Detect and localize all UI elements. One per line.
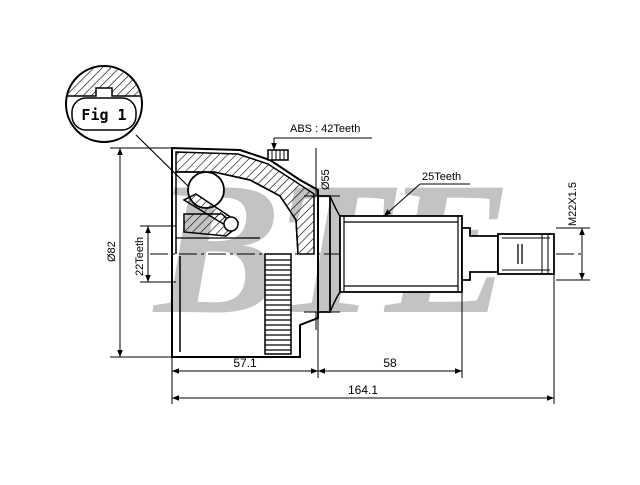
threaded-stub	[461, 227, 555, 281]
length-dimensions: 57.1 58 164.1	[171, 274, 555, 404]
inner-race-ball	[176, 171, 260, 239]
total-length-label: 164.1	[348, 383, 378, 397]
shaft-length-label: 58	[383, 356, 397, 370]
abs-callout: ABS : 42Teeth	[271, 123, 372, 150]
inner-spline-dimension: 22Teeth	[134, 225, 176, 283]
spline-teeth-callout: 25Teeth	[383, 171, 470, 217]
outer-diameter-label: Ø82	[106, 241, 118, 262]
figure-label: Fig 1	[81, 106, 126, 124]
bell-length-label: 57.1	[233, 356, 257, 370]
outer-bell-housing	[171, 146, 319, 358]
inner-spline-label: 22Teeth	[134, 237, 146, 276]
fig1-detail: Fig 1	[65, 65, 191, 189]
thread-dimension: M22X1.5	[556, 182, 590, 281]
thread-size-label: M22X1.5	[567, 182, 579, 226]
outer-diameter-dimension: Ø82	[106, 147, 172, 358]
abs-teeth-label: ABS : 42Teeth	[290, 123, 360, 135]
spline-teeth-label: 25Teeth	[422, 171, 461, 183]
splined-shaft	[339, 215, 463, 293]
seal-diameter-label: Ø55	[320, 169, 332, 190]
seal-diameter-dimension: Ø55	[304, 148, 340, 330]
abs-ring	[264, 149, 292, 355]
